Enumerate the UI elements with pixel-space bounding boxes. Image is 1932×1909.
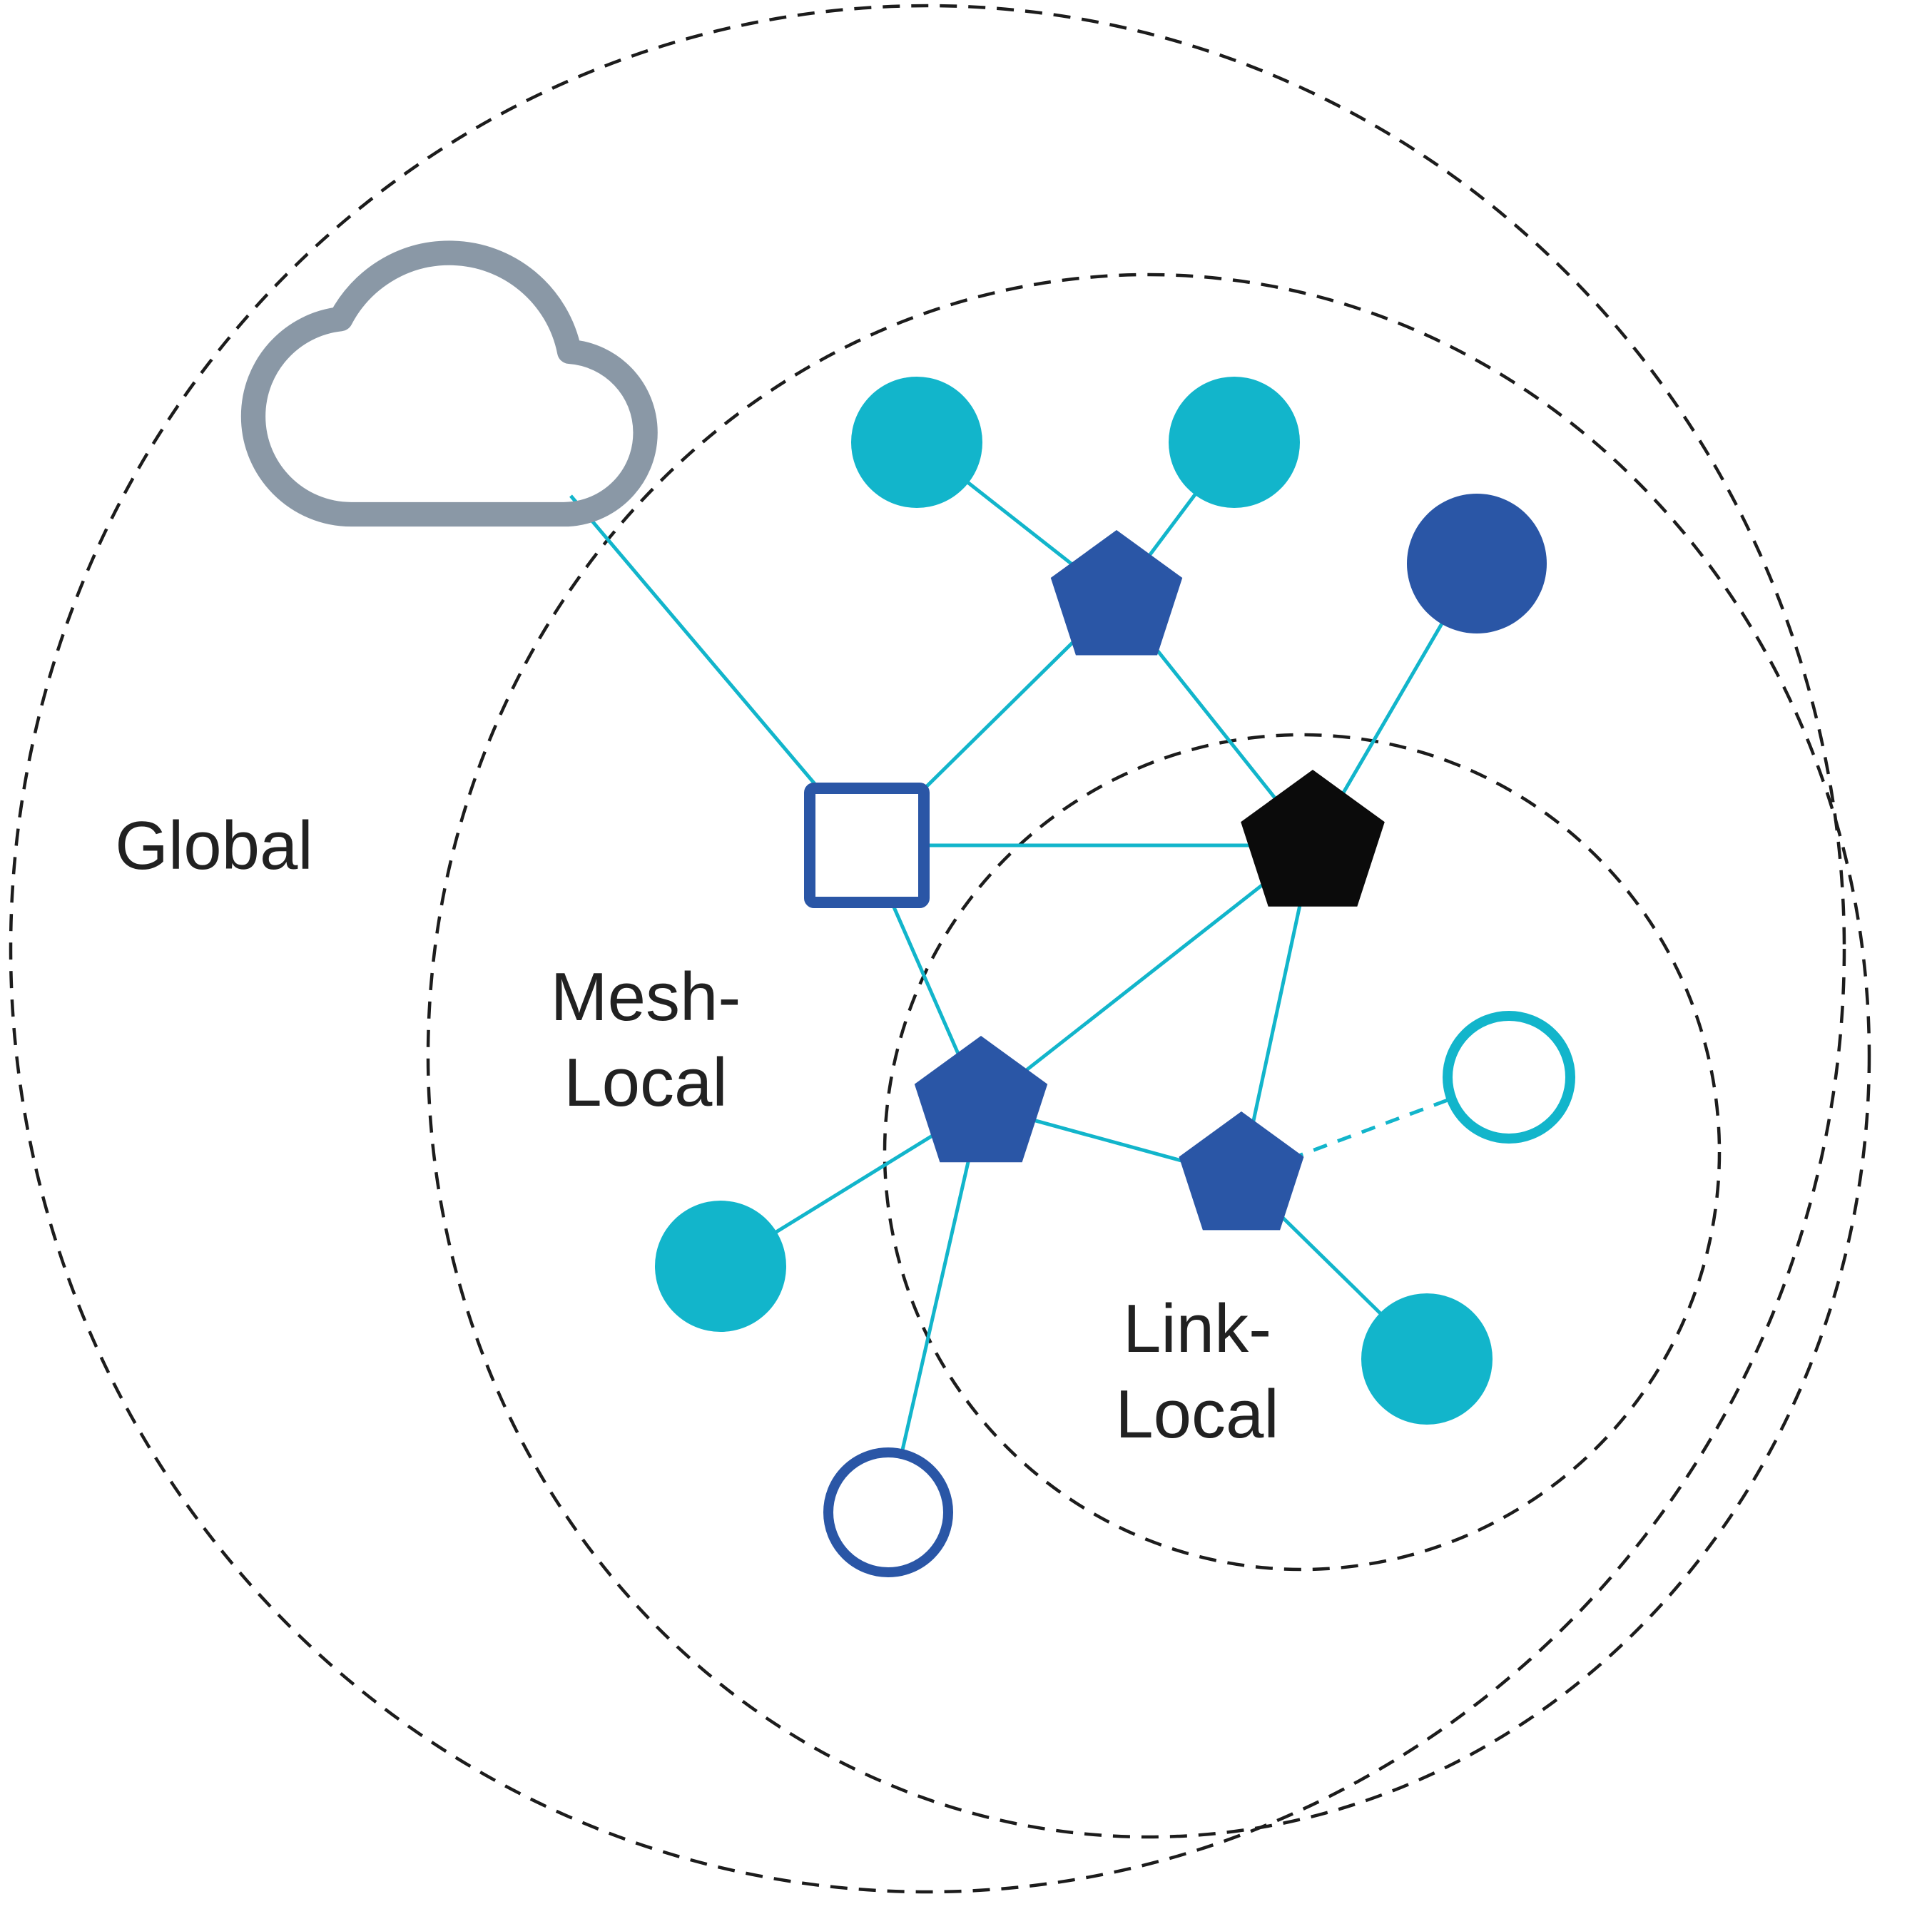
link-local-scope-circle [883, 733, 1722, 1572]
router-node-left [914, 1036, 1048, 1163]
end-device-node-left [655, 1201, 786, 1332]
end-device-node-top-2 [1169, 377, 1300, 508]
edge-leader-router-left [980, 844, 1314, 1107]
edge-router-left-sleepy-blue [886, 1105, 983, 1513]
internet-cloud-icon [240, 240, 658, 527]
end-device-node-top-1 [851, 377, 982, 508]
mesh-local-scope-circle [426, 273, 1871, 1839]
mesh-local-scope-label-line1: Mesh- [551, 959, 741, 1035]
border-router-node [804, 783, 930, 908]
router-node-top [1050, 530, 1183, 656]
outline-device-node-cyan [1443, 1011, 1575, 1144]
global-scope-circle [9, 4, 1846, 1894]
end-device-node-bottom [1361, 1293, 1493, 1425]
global-scope-label: Global [115, 808, 313, 884]
leader-node [1241, 770, 1385, 907]
dark-blue-device-node [1407, 494, 1547, 633]
link-local-scope-label-line2: Local [1115, 1376, 1279, 1452]
mesh-local-scope-label-line2: Local [564, 1044, 728, 1121]
link-local-scope-label-line1: Link- [1123, 1291, 1271, 1367]
outline-device-node-blue [823, 1447, 953, 1577]
router-node-right [1179, 1111, 1304, 1231]
